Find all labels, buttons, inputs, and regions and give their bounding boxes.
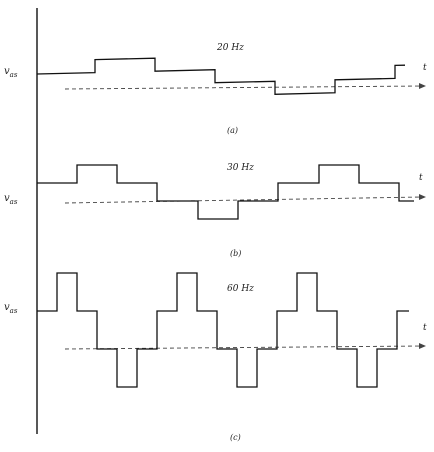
- panel-b-time-axis: [64, 196, 423, 204]
- panel-a-time-arrowhead: [419, 83, 426, 89]
- panel-b-waveform: [37, 164, 414, 220]
- panel-a-t-label: t: [423, 63, 427, 73]
- panel-c-caption: (c): [230, 433, 241, 442]
- panel-a-frequency-label: 20 Hz: [216, 43, 244, 53]
- panel-b-caption: (b): [230, 249, 241, 258]
- panel-c-frequency-label: 60 Hz: [227, 284, 254, 294]
- panel-a-caption: (a): [227, 126, 238, 135]
- panel-c-time-arrowhead: [419, 343, 426, 349]
- panel-b: vas 30 Hz t (b): [4, 163, 426, 258]
- panel-b-time-arrowhead: [419, 194, 426, 200]
- panel-b-t-label: t: [419, 173, 423, 183]
- panel-a-waveform: [36, 57, 406, 95]
- panel-c-t-label: t: [423, 323, 427, 333]
- panel-c-y-label: vas: [4, 302, 18, 315]
- panel-b-y-label: vas: [4, 193, 18, 206]
- panel-a: vas 20 Hz t (a): [4, 43, 427, 135]
- panel-c-time-axis: [64, 345, 423, 350]
- panel-c: vas 60 Hz t (c): [4, 272, 427, 442]
- panel-c-waveform: [37, 272, 409, 388]
- panel-a-y-label: vas: [4, 66, 18, 79]
- panel-b-frequency-label: 30 Hz: [227, 163, 254, 173]
- panel-a-time-axis: [64, 85, 423, 90]
